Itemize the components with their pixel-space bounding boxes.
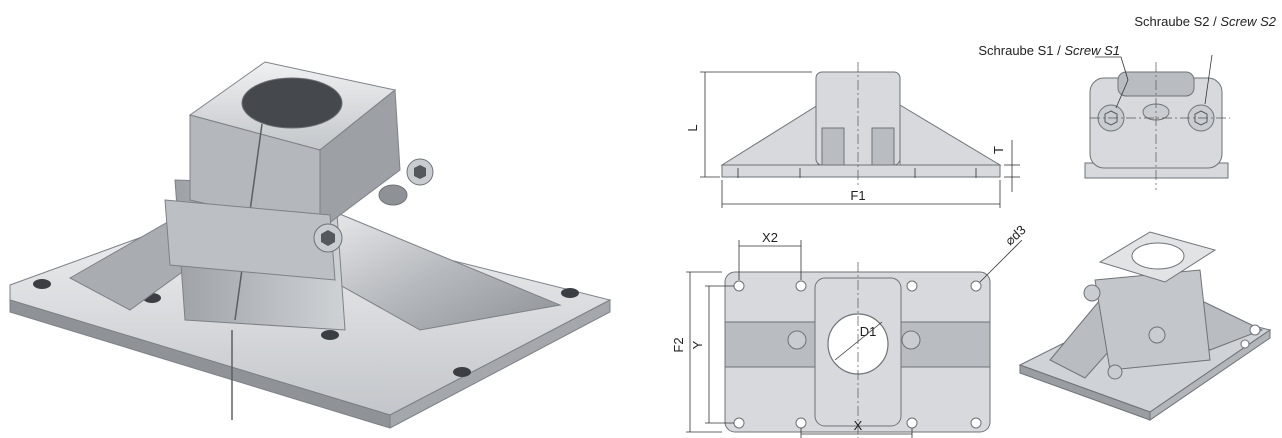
side-view: Schraube S1 / Screw S1 Schraube S2 / Scr…: [978, 14, 1277, 190]
dim-label-T: T: [991, 146, 1006, 154]
front-view-gusset-right: [899, 104, 1002, 166]
mount-hole: [970, 280, 982, 292]
iso-screw: [1083, 284, 1101, 302]
screw-s2-label: Schraube S2 / Screw S2: [1134, 14, 1276, 29]
hex-socket: [414, 165, 426, 179]
front-view-slot-right: [871, 127, 895, 166]
iso-screw: [1148, 326, 1166, 344]
dim-label-F2: F2: [671, 337, 686, 352]
dim-label-X2: X2: [762, 230, 778, 245]
mount-hole: [1249, 324, 1261, 336]
mount-hole: [561, 288, 579, 298]
mount-hole: [795, 417, 807, 429]
iso-render: [1018, 231, 1272, 421]
clamp-side: [319, 89, 401, 231]
front-view-slot-left: [821, 127, 845, 166]
hex-socket: [321, 230, 335, 246]
dim-label-F1: F1: [850, 188, 865, 203]
screw-pocket: [378, 184, 408, 206]
iso-bore: [1131, 242, 1185, 270]
tube-bore: [241, 77, 343, 129]
top-view-screw: [901, 330, 921, 350]
dim-label-L: L: [685, 124, 700, 131]
front-view: L T F1: [685, 62, 1020, 208]
mount-hole: [906, 280, 918, 292]
mount-hole: [795, 280, 807, 292]
top-view-screw: [787, 330, 807, 350]
iso-screw: [1107, 364, 1123, 380]
screw-s1-label: Schraube S1 / Screw S1: [978, 43, 1120, 58]
dim-label-D1: D1: [860, 324, 877, 339]
product-photo: [9, 61, 612, 429]
dim-label-X: X: [854, 418, 863, 433]
mount-hole: [970, 417, 982, 429]
mount-hole: [733, 280, 745, 292]
dim-label-d3: ⌀d3: [1002, 222, 1029, 248]
top-view: D1 X2 ⌀d3 F2 Y X: [671, 222, 1029, 438]
front-view-plate: [721, 164, 1001, 178]
iso-body: [1094, 269, 1211, 371]
mount-hole: [1240, 339, 1250, 349]
dim-label-Y: Y: [690, 340, 705, 349]
mount-hole: [906, 417, 918, 429]
mount-hole: [733, 417, 745, 429]
front-view-gusset-left: [720, 104, 819, 166]
iso-plate-edge-right: [1149, 329, 1271, 421]
lower-clamp: [164, 199, 336, 281]
mount-hole: [453, 367, 471, 377]
mount-hole: [33, 279, 51, 289]
base-plate-edge-right: [389, 299, 611, 429]
mount-hole: [321, 330, 339, 340]
